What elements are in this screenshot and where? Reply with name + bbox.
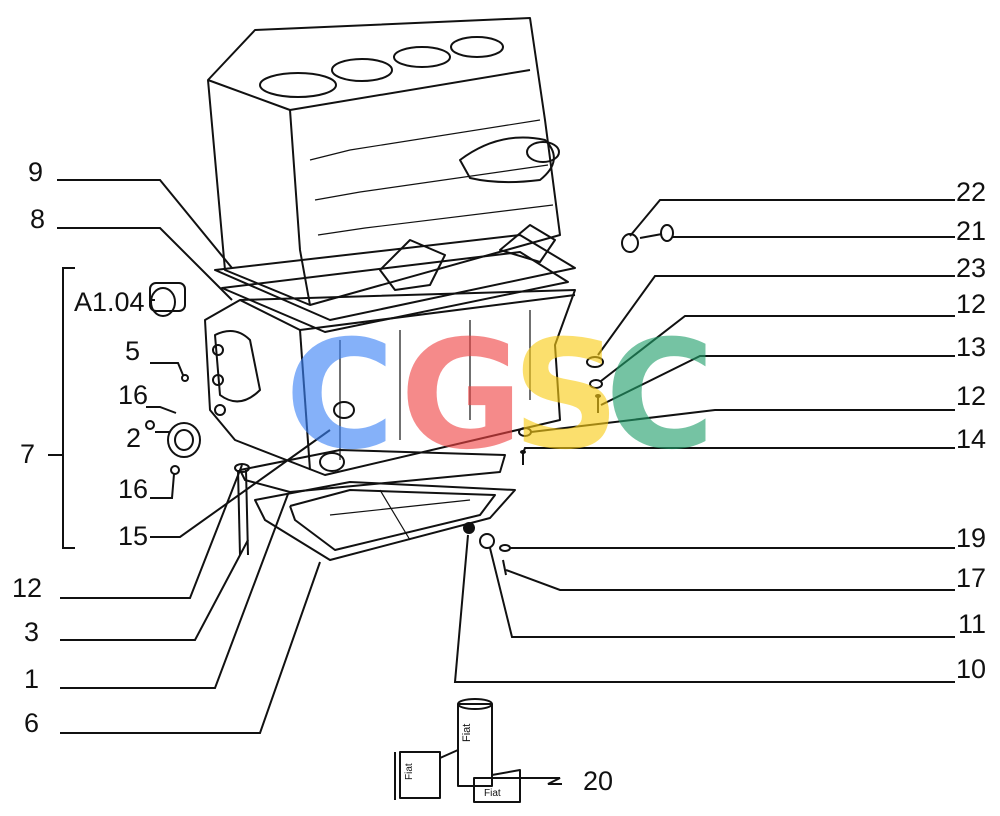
seal-ring bbox=[167, 422, 201, 458]
product-label-box-right: Fiat bbox=[484, 788, 501, 799]
label-22: 22 bbox=[956, 177, 986, 207]
plug-11 bbox=[479, 533, 495, 549]
label-6: 6 bbox=[24, 708, 39, 738]
small-pin-5 bbox=[181, 374, 189, 382]
fastener-21-22 bbox=[621, 224, 674, 253]
engine-block bbox=[207, 17, 561, 306]
washer-23 bbox=[586, 356, 604, 368]
bolt-13 bbox=[595, 394, 601, 413]
watermark-letter-c1: C bbox=[285, 309, 395, 483]
product-label-box-left: Fiat bbox=[404, 763, 415, 780]
product-label-can: Fiat bbox=[461, 724, 473, 742]
oil-containers: Fiat Fiat Fiat bbox=[394, 698, 562, 803]
washer-12b bbox=[589, 379, 603, 389]
label-15: 15 bbox=[118, 521, 148, 551]
label-23: 23 bbox=[956, 253, 986, 283]
watermark: C G S C bbox=[285, 309, 715, 483]
label-1: 1 bbox=[24, 664, 39, 694]
label-a104: A1.04 bbox=[74, 287, 145, 317]
gaskets bbox=[214, 234, 576, 333]
watermark-letter-s: S bbox=[512, 309, 620, 483]
part-labels: 9 8 A1.04 5 16 2 16 7 15 12 3 1 6 22 21 … bbox=[12, 157, 986, 796]
label-14: 14 bbox=[956, 424, 986, 454]
label-5: 5 bbox=[125, 336, 140, 366]
label-10: 10 bbox=[956, 654, 986, 684]
label-12c: 12 bbox=[956, 381, 986, 411]
label-7: 7 bbox=[20, 439, 35, 469]
screw-16a bbox=[145, 420, 155, 430]
oil-sump bbox=[254, 481, 516, 561]
label-17: 17 bbox=[956, 563, 986, 593]
screw-16b bbox=[170, 465, 180, 475]
label-16b: 16 bbox=[118, 474, 148, 504]
label-9: 9 bbox=[28, 157, 43, 187]
label-19: 19 bbox=[956, 523, 986, 553]
nut-10 bbox=[463, 522, 475, 534]
sump-gasket bbox=[239, 449, 506, 493]
label-2: 2 bbox=[126, 423, 141, 453]
label-21: 21 bbox=[956, 216, 986, 246]
leader-lines bbox=[48, 179, 955, 734]
label-13: 13 bbox=[956, 332, 986, 362]
watermark-letter-g: G bbox=[400, 309, 523, 483]
crankcase bbox=[204, 289, 576, 476]
label-3: 3 bbox=[24, 617, 39, 647]
label-20: 20 bbox=[583, 766, 613, 796]
label-12a: 12 bbox=[12, 573, 42, 603]
label-16a: 16 bbox=[118, 380, 148, 410]
label-11: 11 bbox=[958, 609, 986, 639]
plug-a104 bbox=[149, 282, 186, 317]
label-12b: 12 bbox=[956, 289, 986, 319]
label-8: 8 bbox=[30, 204, 45, 234]
watermark-letter-c2: C bbox=[605, 309, 715, 483]
